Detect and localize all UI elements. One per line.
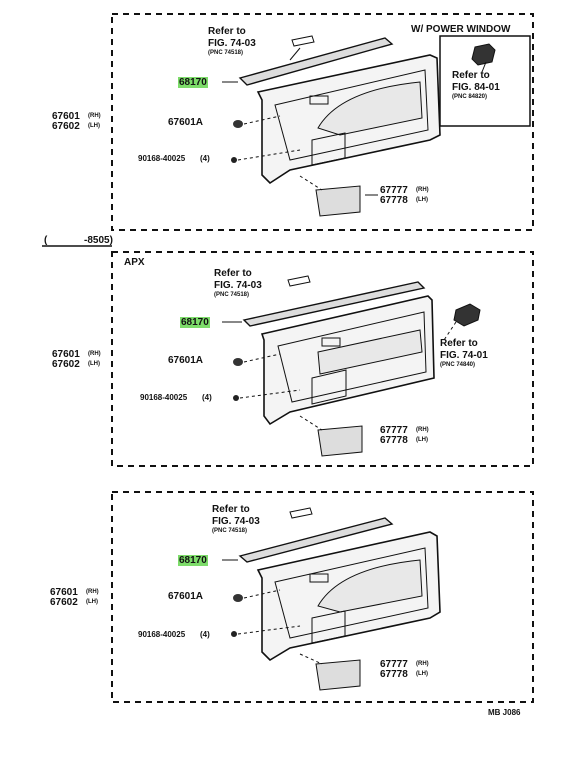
pnc-74518-label: (PNC 74518) — [208, 50, 244, 56]
handle-bezel — [309, 95, 329, 105]
part-67778-label[interactable]: 67778 — [380, 195, 408, 206]
pnc-84820-label: (PNC 84820) — [452, 94, 488, 100]
side-lh-label: (LH) — [88, 123, 100, 129]
refer-to-label: Refer to — [440, 338, 478, 349]
screw-qty-label: (4) — [200, 630, 210, 639]
part-68170-label[interactable]: 68170 — [178, 77, 208, 88]
pocket-opening — [311, 369, 347, 405]
section-2-frame — [111, 251, 534, 467]
screw-qty-label: (4) — [202, 393, 212, 402]
part-67777-label[interactable]: 67777 — [380, 425, 408, 436]
part-67601-label[interactable]: 67601 — [52, 111, 80, 122]
fig-7403-link[interactable]: FIG. 74-03 — [212, 516, 260, 527]
handle-bezel — [321, 337, 341, 347]
pull-pocket — [315, 185, 361, 217]
clip-icon — [233, 358, 243, 366]
refer-to-label: Refer to — [214, 268, 252, 279]
part-67602-label[interactable]: 67602 — [52, 359, 80, 370]
apx-heading: APX — [124, 257, 145, 268]
side-lh-label: (LH) — [86, 599, 98, 605]
screw-icon — [231, 631, 237, 637]
side-rh-label: (RH) — [88, 351, 101, 357]
pnc-74518-label: (PNC 74518) — [212, 528, 248, 534]
panel-inner-line — [274, 547, 429, 639]
pnc-74518-label: (PNC 74518) — [214, 292, 250, 298]
side-lh-label: (LH) — [416, 437, 428, 443]
refer-to-label: Refer to — [452, 70, 490, 81]
part-90168-label[interactable]: 90168-40025 — [140, 393, 188, 402]
clip-icon — [233, 120, 243, 128]
part-68170-label[interactable]: 68170 — [180, 317, 210, 328]
side-lh-label: (LH) — [416, 671, 428, 677]
belt-molding — [238, 37, 394, 86]
part-67601a-label[interactable]: 67601A — [168, 355, 204, 366]
window-switch-icon — [453, 303, 481, 327]
belt-molding — [238, 517, 394, 563]
fig-8401-link[interactable]: FIG. 84-01 — [452, 82, 500, 93]
section-1-frame — [111, 13, 534, 231]
side-lh-label: (LH) — [416, 197, 428, 203]
weatherstrip-icon — [291, 35, 315, 47]
side-rh-label: (RH) — [86, 589, 99, 595]
handle-bezel — [309, 573, 329, 583]
side-lh-label: (LH) — [88, 361, 100, 367]
part-67778-label[interactable]: 67778 — [380, 669, 408, 680]
date-range-label: -8505) — [84, 235, 113, 246]
side-rh-label: (RH) — [88, 113, 101, 119]
power-window-inset-box — [439, 35, 531, 127]
part-67601-label[interactable]: 67601 — [50, 587, 78, 598]
power-window-heading: W/ POWER WINDOW — [411, 24, 511, 35]
armrest — [317, 329, 423, 375]
part-67777-label[interactable]: 67777 — [380, 659, 408, 670]
part-68170-label[interactable]: 68170 — [178, 555, 208, 566]
weatherstrip-icon — [289, 507, 313, 519]
side-rh-label: (RH) — [416, 187, 429, 193]
diagram-code: MB J086 — [488, 708, 521, 717]
part-67777-label[interactable]: 67777 — [380, 185, 408, 196]
date-range-open: ( — [44, 235, 48, 246]
fig-7403-link[interactable]: FIG. 74-03 — [208, 38, 256, 49]
panel-inner-line — [277, 311, 427, 403]
part-67602-label[interactable]: 67602 — [52, 121, 80, 132]
pnc-74840-label: (PNC 74840) — [440, 362, 476, 368]
part-67601-label[interactable]: 67601 — [52, 349, 80, 360]
belt-molding — [242, 281, 426, 327]
fig-7401-link[interactable]: FIG. 74-01 — [440, 350, 488, 361]
pocket-opening — [311, 132, 346, 166]
part-67602-label[interactable]: 67602 — [50, 597, 78, 608]
clip-icon — [233, 594, 243, 602]
fig-7403-link[interactable]: FIG. 74-03 — [214, 280, 262, 291]
section-3-frame — [111, 491, 534, 703]
part-67601a-label[interactable]: 67601A — [168, 117, 204, 128]
refer-to-label: Refer to — [212, 504, 250, 515]
armrest-recess — [317, 559, 423, 613]
pocket-opening — [311, 610, 346, 644]
pull-pocket — [317, 425, 363, 457]
screw-qty-label: (4) — [200, 154, 210, 163]
panel-inner-line — [274, 69, 429, 161]
armrest-recess — [317, 81, 423, 136]
window-switch-icon — [471, 43, 496, 66]
refer-to-label: Refer to — [208, 26, 246, 37]
side-rh-label: (RH) — [416, 427, 429, 433]
part-67601a-label[interactable]: 67601A — [168, 591, 204, 602]
pull-pocket — [315, 659, 361, 691]
part-90168-label[interactable]: 90168-40025 — [138, 154, 186, 163]
part-67778-label[interactable]: 67778 — [380, 435, 408, 446]
part-90168-label[interactable]: 90168-40025 — [138, 630, 186, 639]
side-rh-label: (RH) — [416, 661, 429, 667]
screw-icon — [231, 157, 237, 163]
weatherstrip-icon — [287, 275, 311, 287]
screw-icon — [233, 395, 239, 401]
